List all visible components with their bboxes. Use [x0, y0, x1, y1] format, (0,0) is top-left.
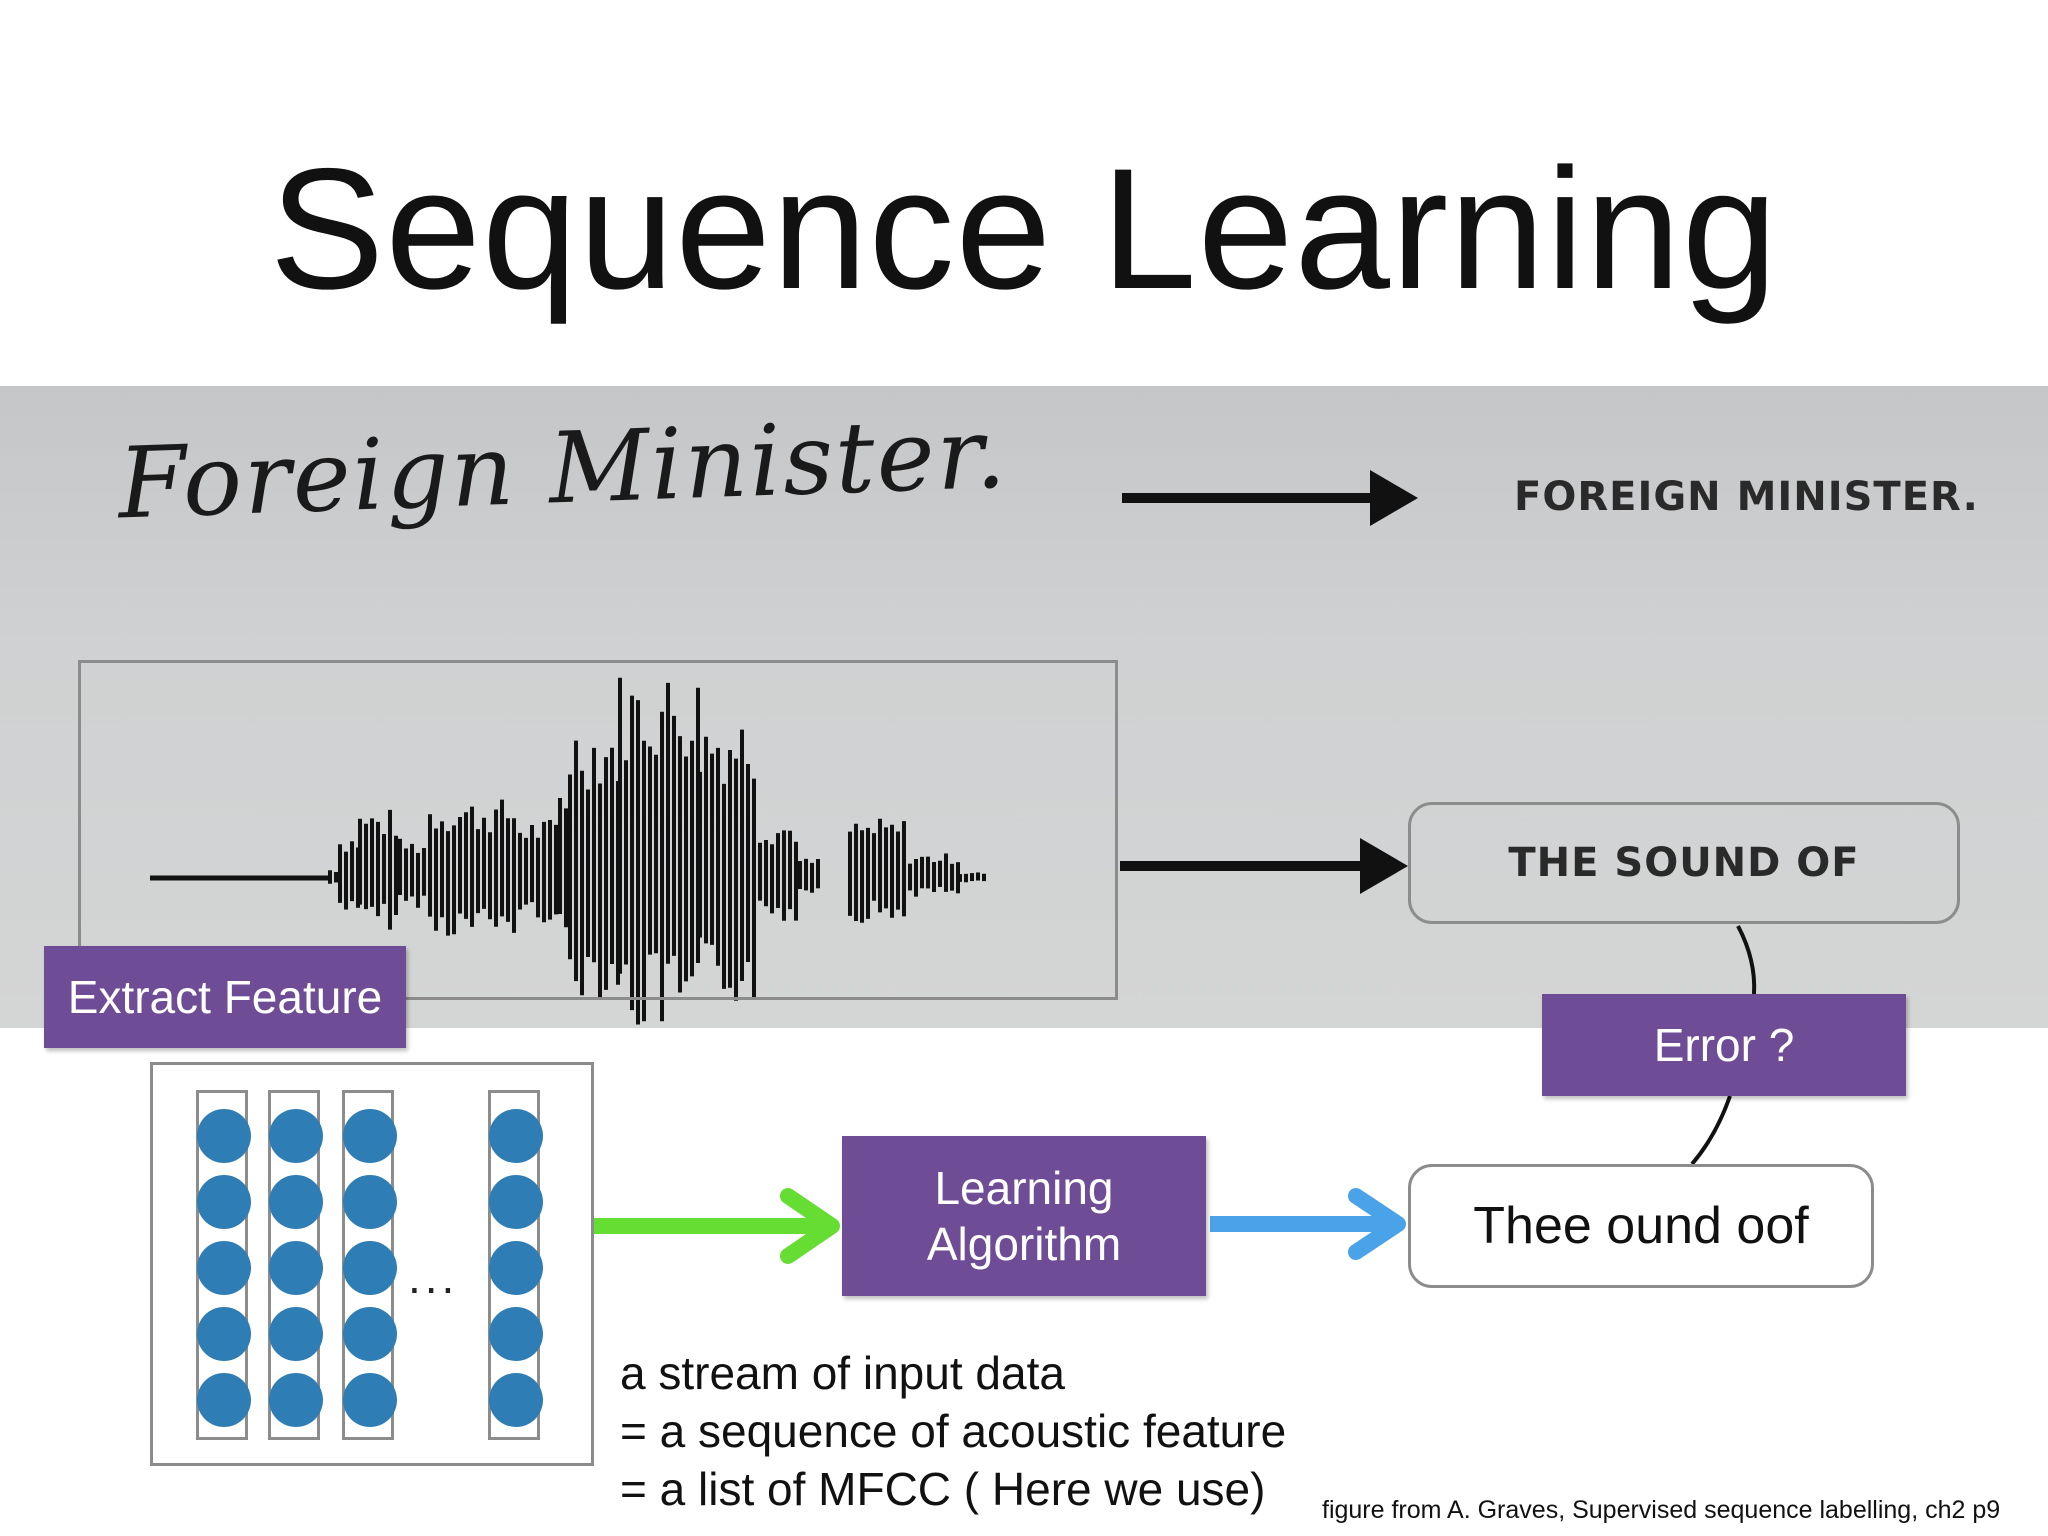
predicted-output-box: Thee ound oof: [1408, 1164, 1874, 1288]
target-sequence-box: THE SOUND OF: [1408, 802, 1960, 924]
description-line-2: = a sequence of acoustic feature: [620, 1405, 1287, 1457]
algorithm-label-line2: Algorithm: [926, 1218, 1122, 1270]
algorithm-label-line1: Learning: [934, 1162, 1114, 1214]
feature-dot: [489, 1241, 543, 1295]
slide-title: Sequence Learning: [269, 133, 1779, 325]
feature-dot: [343, 1109, 397, 1163]
feature-dot: [343, 1241, 397, 1295]
connector-error-to-output: [1690, 1095, 1732, 1166]
ellipsis: ...: [408, 1251, 459, 1303]
arrow-handwriting-to-text: [1122, 470, 1418, 526]
feature-dot: [269, 1373, 323, 1427]
feature-vector-column: [342, 1090, 397, 1440]
feature-dot: [269, 1241, 323, 1295]
feature-dot: [343, 1373, 397, 1427]
feature-dot: [197, 1109, 251, 1163]
feature-dot: [197, 1307, 251, 1361]
learning-algorithm-box: Learning Algorithm: [842, 1136, 1206, 1296]
feature-vector-column: [196, 1090, 251, 1440]
feature-dot: [197, 1175, 251, 1229]
figure-credit: figure from A. Graves, Supervised sequen…: [1322, 1496, 2001, 1524]
feature-dot: [489, 1373, 543, 1427]
error-box: Error ?: [1542, 994, 1906, 1096]
printed-transcription: FOREIGN MINISTER.: [1514, 474, 1979, 520]
feature-dot: [343, 1175, 397, 1229]
description-line-3: = a list of MFCC ( Here we use): [620, 1463, 1266, 1515]
feature-dot: [343, 1307, 397, 1361]
feature-vector-column: [488, 1090, 543, 1440]
green-arrow: [586, 1188, 840, 1264]
feature-dot: [197, 1373, 251, 1427]
feature-dot: [197, 1241, 251, 1295]
feature-dot: [269, 1175, 323, 1229]
blue-arrow: [1210, 1188, 1406, 1260]
target-sequence-text: THE SOUND OF: [1508, 840, 1860, 886]
feature-vector-column: [268, 1090, 323, 1440]
connector-sound-to-error: [1736, 925, 1757, 995]
feature-dot: [269, 1109, 323, 1163]
description-line-1: a stream of input data: [620, 1347, 1065, 1399]
audio-waveform: [150, 677, 986, 1025]
feature-dot: [269, 1307, 323, 1361]
arrow-audio-to-text: [1120, 838, 1408, 894]
extract-feature-box: Extract Feature: [44, 946, 406, 1048]
waveform-frame: [78, 660, 1118, 1000]
feature-dot: [489, 1175, 543, 1229]
feature-dot: [489, 1307, 543, 1361]
feature-dot: [489, 1109, 543, 1163]
